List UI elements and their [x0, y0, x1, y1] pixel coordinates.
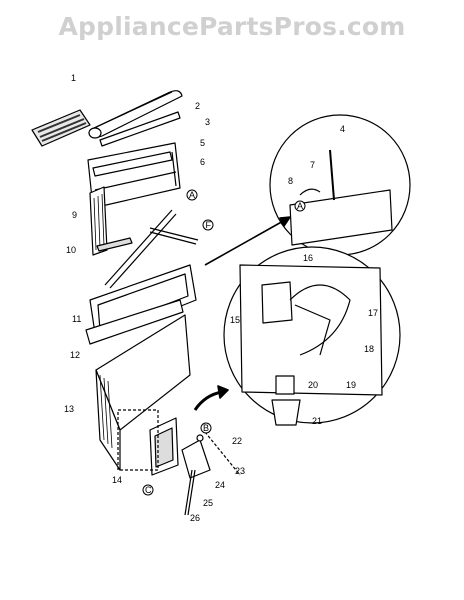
- part-11-12-middle-frame: [85, 264, 197, 345]
- callout-25: 25: [203, 498, 213, 508]
- site-watermark: AppliancePartsPros.com: [58, 12, 406, 41]
- callout-21: 21: [312, 416, 322, 426]
- callout-12: 12: [70, 350, 80, 360]
- callout-17: 17: [368, 308, 378, 318]
- part-14-bracket: [117, 409, 179, 476]
- callout-19: 19: [346, 380, 356, 390]
- callout-3: 3: [205, 117, 210, 127]
- callout-24: 24: [215, 480, 225, 490]
- callout-7: 7: [310, 160, 315, 170]
- callout-18: 18: [364, 344, 374, 354]
- callout-20: 20: [308, 380, 318, 390]
- callout-9: 9: [72, 210, 77, 220]
- callout-13: 13: [64, 404, 74, 414]
- callout-5: 5: [200, 138, 205, 148]
- callout-23: 23: [235, 466, 245, 476]
- callout-26: 26: [190, 513, 200, 523]
- hinge-assembly: [181, 431, 241, 516]
- ref-a-1: A: [189, 190, 195, 200]
- ref-c: C: [145, 485, 152, 495]
- callout-8: 8: [288, 176, 293, 186]
- callout-16: 16: [303, 253, 313, 263]
- callout-labels: 1 2 3 5 6 9 10 11 12 13 14 16 15 17 18 1…: [64, 73, 378, 523]
- detail-circle-bottom: [223, 246, 401, 426]
- callout-1: 1: [71, 73, 76, 83]
- part-2-handle: [88, 90, 183, 139]
- part-10-rail: [96, 209, 199, 289]
- ref-f: F: [206, 220, 212, 230]
- callout-6: 6: [200, 157, 205, 167]
- callout-10: 10: [66, 245, 76, 255]
- callout-4: 4: [340, 124, 345, 134]
- callout-2: 2: [195, 101, 200, 111]
- part-1-label-plate: [31, 109, 91, 147]
- ref-a-2: A: [297, 201, 303, 211]
- callout-14: 14: [112, 475, 122, 485]
- callout-15: 15: [230, 315, 240, 325]
- callout-22: 22: [232, 436, 242, 446]
- ref-b: B: [203, 423, 209, 433]
- part-3-trim: [99, 111, 181, 147]
- part-9-side-panel: [89, 186, 108, 256]
- leader-arrows: [193, 216, 291, 411]
- circled-refs: A F A C B: [142, 189, 306, 496]
- callout-11: 11: [72, 314, 81, 324]
